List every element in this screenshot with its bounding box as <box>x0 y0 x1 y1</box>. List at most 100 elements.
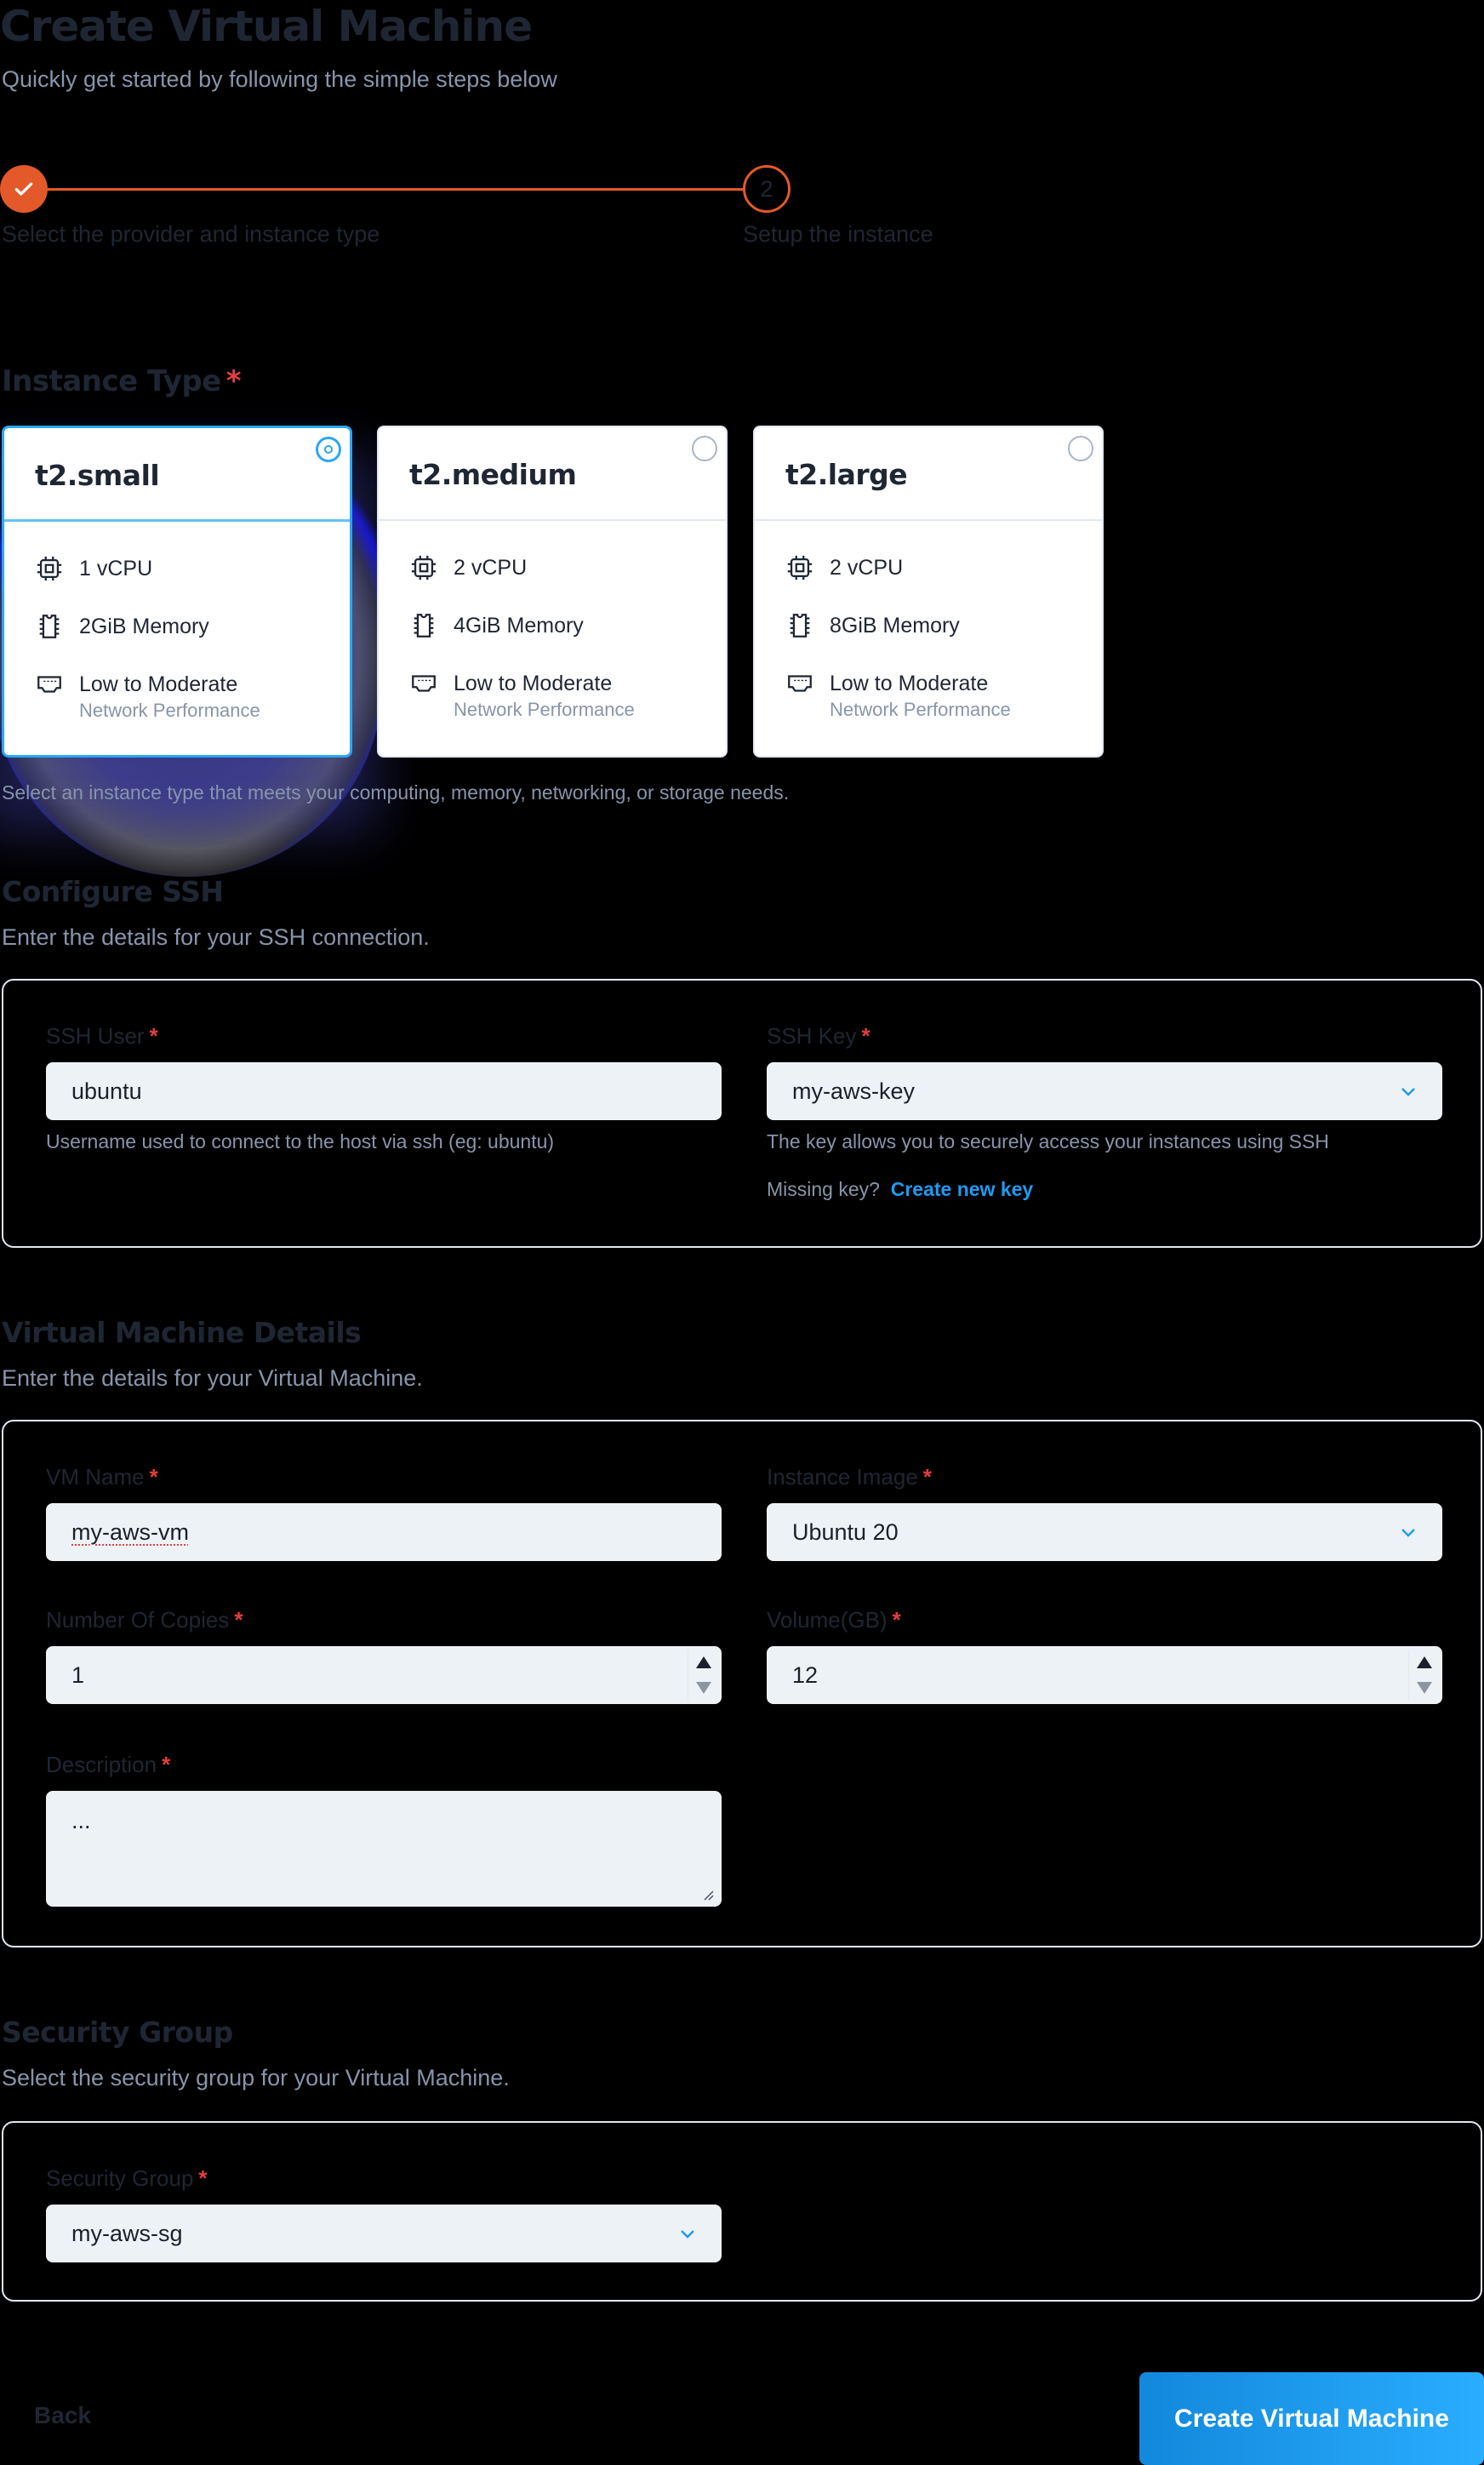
checkmark-icon <box>14 182 33 196</box>
required-asterisk: * <box>861 1023 870 1049</box>
security-group-label: Security Group* <box>46 2165 208 2192</box>
cpu-spec: 2 vCPU <box>830 556 904 580</box>
decrement-arrow-icon[interactable] <box>1416 1682 1432 1694</box>
label-text: Instance Image <box>767 1464 918 1490</box>
network-sublabel: Network Performance <box>830 699 1011 720</box>
cpu-spec: 2 vCPU <box>454 556 528 580</box>
number-spinner[interactable] <box>1408 1650 1439 1701</box>
required-asterisk: * <box>225 364 242 398</box>
label-text: Description <box>46 1752 157 1777</box>
ssh-user-input[interactable]: ubuntu <box>46 1062 722 1120</box>
ssh-user-label: SSH User* <box>46 1023 158 1049</box>
vm-name-input[interactable]: my-aws-vm <box>46 1503 722 1561</box>
number-spinner[interactable] <box>688 1650 718 1701</box>
network-port-icon <box>37 676 61 693</box>
instance-card-t2-medium[interactable]: t2.medium 2 vCPU 4GiB Memory Low to Mode… <box>377 426 728 758</box>
ssh-section-description: Enter the details for your SSH connectio… <box>2 924 430 950</box>
network-port-icon <box>788 675 812 692</box>
label-text: Security Group <box>46 2165 194 2191</box>
label-text: VM Name <box>46 1464 145 1490</box>
cpu-icon <box>37 556 62 581</box>
instance-name: t2.small <box>35 459 160 492</box>
required-asterisk: * <box>198 2165 208 2191</box>
decrement-arrow-icon[interactable] <box>695 1682 711 1694</box>
volume-label: Volume(GB)* <box>767 1607 901 1633</box>
description-label: Description* <box>46 1752 170 1778</box>
chevron-down-icon <box>1401 1529 1415 1537</box>
missing-key-row: Missing key? Create new key <box>767 1178 1033 1201</box>
label-text: SSH Key <box>767 1023 857 1049</box>
select-value: my-aws-key <box>792 1078 916 1104</box>
volume-number-input[interactable]: 12 <box>767 1646 1442 1704</box>
security-form-box: Security Group* my-aws-sg <box>2 2121 1482 2302</box>
instance-name: t2.medium <box>409 458 577 491</box>
back-button[interactable]: Back <box>34 2402 91 2428</box>
required-asterisk: * <box>892 1607 901 1633</box>
description-textarea[interactable]: ... <box>46 1791 722 1907</box>
select-value: my-aws-sg <box>71 2220 183 2246</box>
ssh-key-select[interactable]: my-aws-key <box>767 1062 1442 1120</box>
network-port-icon <box>412 675 436 692</box>
page-subtitle: Quickly get started by following the sim… <box>2 66 557 92</box>
ssh-key-hint: The key allows you to securely access yo… <box>767 1130 1329 1152</box>
radio-unselected-icon[interactable] <box>1068 436 1093 461</box>
create-new-key-link[interactable]: Create new key <box>890 1178 1034 1200</box>
memory-icon <box>414 614 434 638</box>
vm-details-description: Enter the details for your Virtual Machi… <box>2 1365 423 1391</box>
input-value: 1 <box>71 1661 85 1688</box>
cpu-icon <box>787 555 813 581</box>
cpu-spec: 1 vCPU <box>79 557 153 581</box>
security-group-select[interactable]: my-aws-sg <box>46 2205 722 2262</box>
cpu-icon <box>411 555 437 581</box>
create-vm-button[interactable]: Create Virtual Machine <box>1139 2372 1484 2465</box>
memory-icon <box>39 615 60 638</box>
memory-spec: 4GiB Memory <box>454 614 584 638</box>
memory-spec: 2GiB Memory <box>79 615 209 638</box>
network-value: Low to Moderate <box>79 672 238 696</box>
copies-label: Number Of Copies* <box>46 1607 243 1633</box>
resize-handle-icon[interactable] <box>701 1888 715 1902</box>
instance-type-heading: Instance Type* <box>2 364 242 398</box>
required-asterisk: * <box>234 1607 243 1633</box>
radio-unselected-icon[interactable] <box>692 436 717 461</box>
vm-name-label: VM Name* <box>46 1464 158 1490</box>
step-2-label: Setup the instance <box>743 221 933 247</box>
select-value: Ubuntu 20 <box>792 1518 899 1545</box>
vm-details-form-box: VM Name* my-aws-vm Instance Image* Ubunt… <box>2 1420 1482 1947</box>
memory-spec: 8GiB Memory <box>830 614 960 638</box>
instance-card-t2-large[interactable]: t2.large 2 vCPU 8GiB Memory Low to Moder… <box>753 426 1104 758</box>
stepper-progress-line <box>48 188 743 191</box>
memory-icon <box>790 614 810 638</box>
step-1-complete[interactable] <box>0 165 48 213</box>
required-asterisk: * <box>162 1752 171 1777</box>
increment-arrow-icon[interactable] <box>695 1656 711 1668</box>
label-text: Number Of Copies <box>46 1607 230 1633</box>
copies-number-input[interactable]: 1 <box>46 1646 722 1704</box>
step-2-current[interactable]: 2 <box>743 165 791 213</box>
chevron-down-icon <box>1401 1088 1415 1096</box>
security-group-title: Security Group <box>2 2016 233 2049</box>
instance-type-title: Instance Type <box>2 364 221 398</box>
input-value: ubuntu <box>71 1078 142 1104</box>
network-sublabel: Network Performance <box>454 699 635 720</box>
textarea-value: ... <box>71 1808 91 1833</box>
step-1-label: Select the provider and instance type <box>2 221 380 247</box>
required-asterisk: * <box>149 1464 158 1490</box>
radio-selected-icon[interactable] <box>316 437 341 462</box>
network-value: Low to Moderate <box>830 672 989 695</box>
label-text: Volume(GB) <box>767 1607 888 1633</box>
missing-key-text: Missing key? <box>767 1178 880 1200</box>
instance-card-t2-small[interactable]: t2.small 1 vCPU 2GiB Memory Low to Moder… <box>2 426 352 758</box>
vm-details-title: Virtual Machine Details <box>2 1316 362 1349</box>
required-asterisk: * <box>149 1023 158 1049</box>
increment-arrow-icon[interactable] <box>1416 1656 1432 1668</box>
ssh-key-label: SSH Key* <box>767 1023 870 1049</box>
instance-type-hint: Select an instance type that meets your … <box>2 781 790 804</box>
page-title: Create Virtual Machine <box>0 2 533 51</box>
ssh-form-box: SSH User* ubuntu Username used to connec… <box>2 979 1482 1248</box>
network-sublabel: Network Performance <box>79 700 260 721</box>
input-value: my-aws-vm <box>71 1518 189 1545</box>
instance-image-select[interactable]: Ubuntu 20 <box>767 1503 1442 1561</box>
